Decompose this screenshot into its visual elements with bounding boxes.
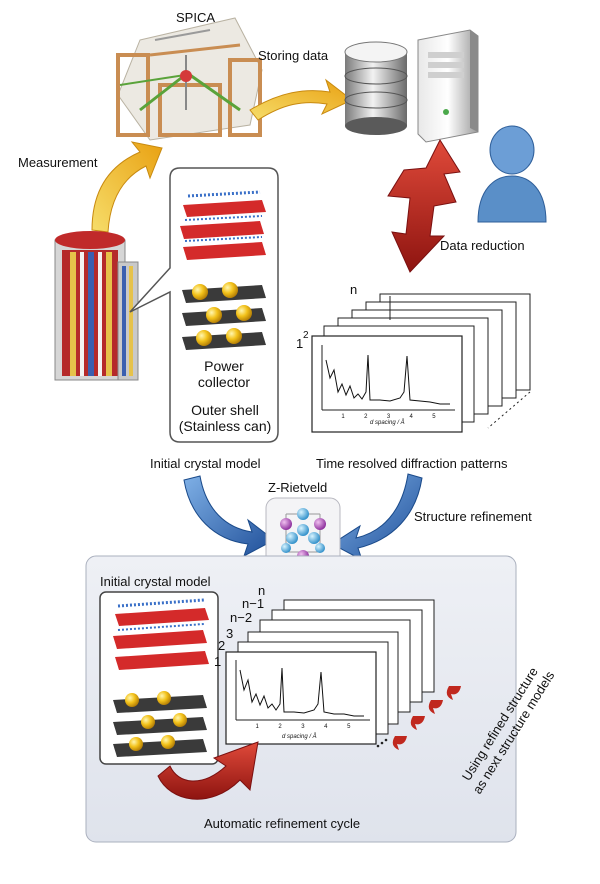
bottom-stack-n-minus-2: n−2 <box>230 610 253 625</box>
initial-crystal-model-label: Initial crystal model <box>150 456 261 471</box>
bottom-stack-3: 3 <box>226 626 234 641</box>
z-rietveld-label: Z-Rietveld <box>268 480 328 495</box>
battery-cutaway <box>54 231 139 381</box>
measurement-arrow <box>91 141 163 233</box>
refinement-cycle-arrow <box>157 741 259 800</box>
power-collector-line-1: Power <box>204 358 244 374</box>
top-axis-tick-2: 2 <box>364 414 368 420</box>
data-reduction-arrow <box>387 138 461 273</box>
top-axis-x: d spacing / Å <box>370 420 405 426</box>
time-resolved-label: Time resolved diffraction patterns <box>316 456 508 471</box>
spica-label: SPICA <box>176 10 216 25</box>
crystal-callout <box>129 167 279 443</box>
top-axis-tick-5: 5 <box>432 414 436 420</box>
automatic-refinement-label: Automatic refinement cycle <box>204 816 361 831</box>
power-collector-line-2: collector <box>197 374 251 390</box>
patterns-to-zrietveld-arrow <box>331 473 423 562</box>
refinement-loop-arrows <box>376 686 461 750</box>
top-stack-2: 2 <box>303 330 309 341</box>
top-axis-tick-1: 1 <box>341 414 345 420</box>
server-icon <box>417 29 479 143</box>
initial-crystal-model-label-2: Initial crystal model <box>100 574 211 589</box>
database-icon <box>344 41 408 135</box>
bottom-axis-tick-3: 3 <box>301 724 305 730</box>
bottom-axis-tick-1: 1 <box>255 724 259 730</box>
pattern-stack-bottom <box>225 599 435 745</box>
bottom-stack-n: n <box>258 583 266 598</box>
data-reduction-label: Data reduction <box>440 238 525 253</box>
bottom-stack-1: 1 <box>214 654 222 669</box>
power-collector-label: Power collector <box>172 358 276 390</box>
storing-arrow <box>249 78 353 121</box>
spica-instrument <box>116 17 263 141</box>
top-stack-1: 1 <box>296 336 304 351</box>
structure-refinement-label: Structure refinement <box>414 509 532 524</box>
measurement-label: Measurement <box>18 155 98 170</box>
pattern-stack-top <box>311 293 531 433</box>
user-icon <box>477 125 547 223</box>
bottom-axis-tick-2: 2 <box>278 724 282 730</box>
top-axis-tick-4: 4 <box>410 414 414 420</box>
bottom-axis-tick-4: 4 <box>324 724 328 730</box>
top-stack-n: n <box>350 282 358 297</box>
top-axis-tick-3: 3 <box>387 414 391 420</box>
outer-shell-label: Outer shell (Stainless can) <box>170 402 280 434</box>
bottom-axis-tick-5: 5 <box>347 724 351 730</box>
outer-shell-line-1: Outer shell <box>191 402 259 418</box>
bottom-stack-n-minus-1: n−1 <box>242 596 265 611</box>
storing-data-label: Storing data <box>258 48 329 63</box>
crystal-structure-top <box>180 190 266 350</box>
z-rietveld-icon <box>265 497 341 573</box>
crystal-model-box <box>99 591 219 765</box>
bottom-stack-2: 2 <box>218 638 226 653</box>
model-to-zrietveld-arrow <box>183 475 275 558</box>
bottom-axis-x: d spacing / Å <box>282 734 317 740</box>
outer-shell-line-2: (Stainless can) <box>178 418 272 434</box>
